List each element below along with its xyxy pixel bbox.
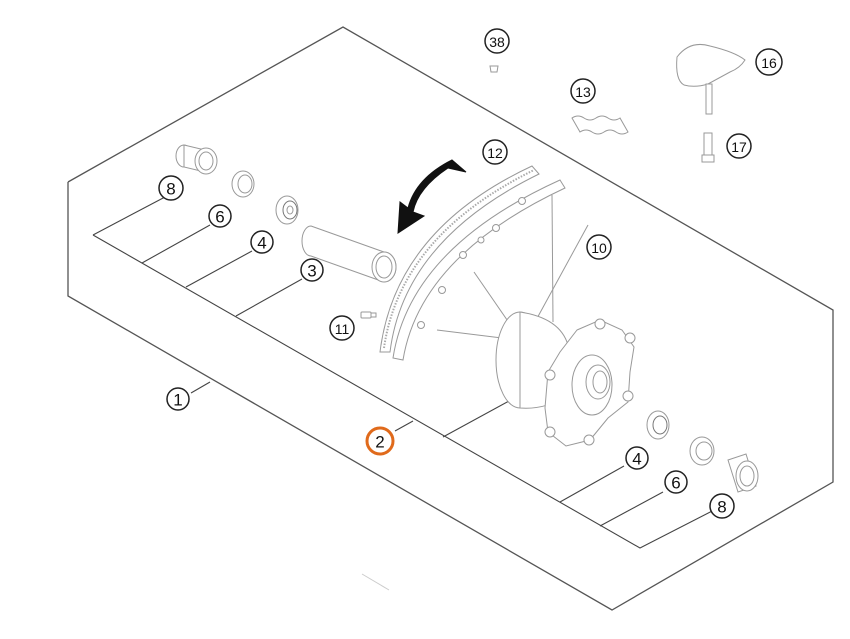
tire-valve — [676, 43, 746, 115]
callout-16[interactable]: 16 — [755, 48, 783, 76]
callout-13[interactable]: 13 — [570, 78, 596, 104]
callout-label: 38 — [489, 34, 505, 50]
callout-6-right[interactable]: 6 — [664, 470, 688, 494]
callout-label: 2 — [375, 433, 384, 452]
callout-4-right[interactable]: 4 — [625, 446, 649, 470]
leader-6-left — [141, 224, 211, 264]
callout-38[interactable]: 38 — [484, 28, 510, 54]
callout-label: 11 — [335, 321, 350, 337]
callout-label: 6 — [215, 208, 224, 227]
rotation-direction-arrow-icon — [397, 159, 467, 234]
callout-8-left[interactable]: 8 — [158, 175, 184, 201]
leader-4-right — [559, 465, 625, 503]
callout-10[interactable]: 10 — [586, 234, 612, 260]
valve-cap — [489, 65, 499, 73]
callout-label: 13 — [575, 84, 591, 100]
inner-bracket-baseline — [92, 234, 721, 549]
callout-11[interactable]: 11 — [329, 315, 355, 341]
callout-label: 4 — [257, 234, 266, 253]
leader-6-right — [599, 491, 664, 527]
callout-8-right[interactable]: 8 — [709, 493, 735, 519]
callout-1[interactable]: 1 — [166, 387, 190, 411]
callout-label: 1 — [173, 391, 182, 410]
valve-nut — [701, 132, 715, 163]
leader-hub — [442, 394, 521, 438]
callout-label: 17 — [731, 139, 747, 155]
assembly-frame — [67, 26, 834, 611]
rim-tape — [571, 115, 629, 135]
spacer-bushing-left — [175, 144, 218, 175]
callout-12[interactable]: 12 — [482, 139, 508, 165]
callout-label: 16 — [761, 55, 777, 71]
artefact-stroke — [361, 573, 390, 591]
callout-label: 8 — [166, 180, 175, 199]
ball-bearing-left — [275, 195, 299, 225]
rim — [379, 165, 566, 361]
shaft-seal-left — [231, 170, 255, 198]
leader-1 — [190, 381, 211, 394]
leader-3 — [235, 278, 303, 317]
hub — [495, 311, 636, 447]
inner-bracket-line — [92, 196, 166, 236]
callout-label: 3 — [307, 262, 316, 281]
spoke-nipple — [360, 311, 377, 319]
leader-4-left — [185, 250, 253, 288]
callout-label: 8 — [717, 498, 726, 517]
callout-2-highlighted[interactable]: 2 — [365, 426, 395, 456]
callout-label: 12 — [487, 145, 503, 161]
callout-label: 4 — [632, 450, 641, 469]
callout-4-left[interactable]: 4 — [250, 230, 274, 254]
distance-tube — [301, 225, 397, 283]
callout-17[interactable]: 17 — [726, 133, 752, 159]
callout-label: 6 — [671, 474, 680, 493]
ball-bearing-right — [646, 410, 670, 440]
callout-6-left[interactable]: 6 — [208, 204, 232, 228]
callout-label: 10 — [591, 240, 607, 256]
shaft-seal-right — [689, 436, 715, 466]
callout-3[interactable]: 3 — [300, 258, 324, 282]
leader-2 — [394, 420, 414, 432]
spacer-bushing-right — [727, 453, 759, 493]
